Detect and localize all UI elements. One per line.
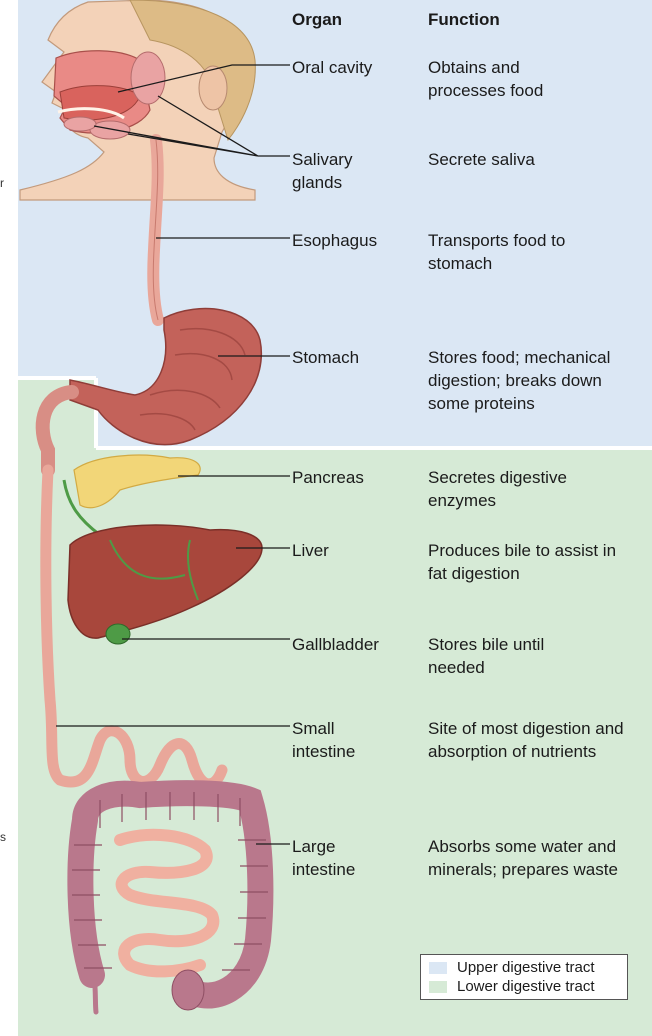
gallbladder-shape: [106, 624, 130, 644]
function-gallbladder: Stores bile until needed: [428, 633, 578, 679]
legend-swatch-lower: [429, 981, 447, 993]
organ-label-gallbladder: Gallbladder: [292, 633, 379, 656]
legend-label-upper: Upper digestive tract: [457, 959, 595, 976]
function-column-header: Function: [428, 8, 500, 31]
function-large-intestine: Absorbs some water and minerals; prepare…: [428, 835, 618, 881]
rectum: [172, 970, 204, 1010]
legend-label-lower: Lower digestive tract: [457, 978, 595, 995]
appendix: [94, 975, 96, 1012]
organ-label-pancreas: Pancreas: [292, 466, 364, 489]
legend-swatch-upper: [429, 962, 447, 974]
function-oral-cavity: Obtains and processes food: [428, 56, 578, 102]
ear: [199, 66, 227, 110]
function-salivary-glands: Secrete saliva: [428, 148, 628, 171]
salivary-gland-parotid: [131, 52, 165, 104]
organ-label-esophagus: Esophagus: [292, 229, 377, 252]
organ-label-stomach: Stomach: [292, 346, 359, 369]
legend: Upper digestive tract Lower digestive tr…: [420, 954, 628, 1000]
function-small-intestine: Site of most digestion and absorption of…: [428, 717, 628, 763]
legend-item-lower: Lower digestive tract: [429, 977, 619, 996]
function-esophagus: Transports food to stomach: [428, 229, 613, 275]
edge-mark-bottom: s: [0, 830, 6, 844]
organ-label-large-intestine: Large intestine: [292, 835, 382, 881]
organ-label-oral-cavity: Oral cavity: [292, 56, 372, 79]
edge-mark-top: r: [0, 176, 4, 190]
organ-column-header: Organ: [292, 8, 342, 31]
salivary-gland-sublingual: [64, 117, 96, 131]
organ-label-liver: Liver: [292, 539, 329, 562]
function-liver: Produces bile to assist in fat digestion: [428, 539, 628, 585]
function-stomach: Stores food; mechanical digestion; break…: [428, 346, 644, 415]
organ-label-small-intestine: Small intestine: [292, 717, 382, 763]
legend-item-upper: Upper digestive tract: [429, 958, 619, 977]
organ-label-salivary-glands: Salivary glands: [292, 148, 377, 194]
function-pancreas: Secretes digestive enzymes: [428, 466, 603, 512]
